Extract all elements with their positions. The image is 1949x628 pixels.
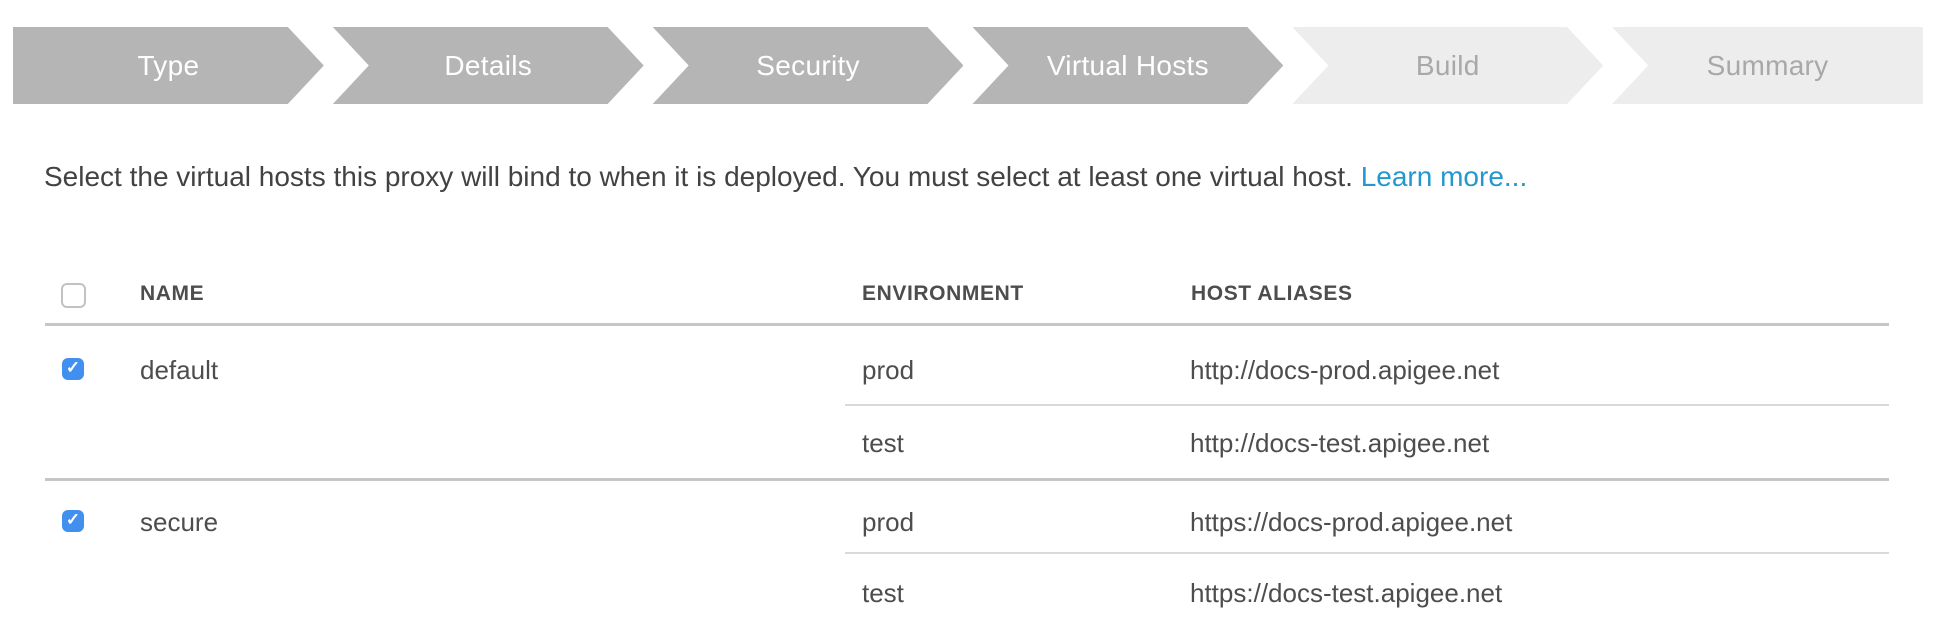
column-header-name: NAME [140,282,205,305]
step-build-label: Build [1415,49,1480,81]
step-build[interactable]: Build [1292,27,1603,104]
page-description: Select the virtual hosts this proxy will… [44,160,1904,194]
environment-value: prod [862,355,915,385]
step-security-label: Security [756,49,860,81]
environment-value: test [862,428,904,458]
learn-more-link[interactable]: Learn more... [1360,161,1528,192]
description-text: Select the virtual hosts this proxy will… [44,161,1361,192]
subrow-divider [845,404,1889,406]
step-summary-label: Summary [1706,49,1829,81]
column-header-host-aliases: HOST ALIASES [1191,282,1353,305]
environment-value: prod [862,507,915,537]
vhost-name: default [140,355,219,385]
vhost-name: secure [140,507,219,537]
select-all-checkbox[interactable] [61,283,86,308]
subrow-divider [845,552,1889,554]
host-alias-value: https://docs-test.apigee.net [1190,578,1503,608]
step-virtual-hosts-label: Virtual Hosts [1046,49,1209,81]
environment-value: test [862,578,904,608]
wizard-stepper: Type Details Security Virtual Hosts Buil… [13,27,1923,104]
step-virtual-hosts[interactable]: Virtual Hosts [972,27,1283,104]
step-type[interactable]: Type [13,27,324,104]
host-alias-value: https://docs-prod.apigee.net [1190,507,1513,537]
step-details-label: Details [444,49,533,81]
checkmark-icon: ✓ [65,510,81,529]
step-details[interactable]: Details [333,27,644,104]
host-alias-value: http://docs-test.apigee.net [1190,428,1490,458]
group-divider [45,478,1889,481]
header-divider [45,323,1889,326]
row-checkbox-default[interactable]: ✓ [62,358,84,380]
step-summary[interactable]: Summary [1612,27,1923,104]
step-security[interactable]: Security [653,27,964,104]
column-header-environment: ENVIRONMENT [862,282,1024,305]
row-checkbox-secure[interactable]: ✓ [62,510,84,532]
step-type-label: Type [137,49,200,81]
checkmark-icon: ✓ [65,358,81,377]
host-alias-value: http://docs-prod.apigee.net [1190,355,1500,385]
